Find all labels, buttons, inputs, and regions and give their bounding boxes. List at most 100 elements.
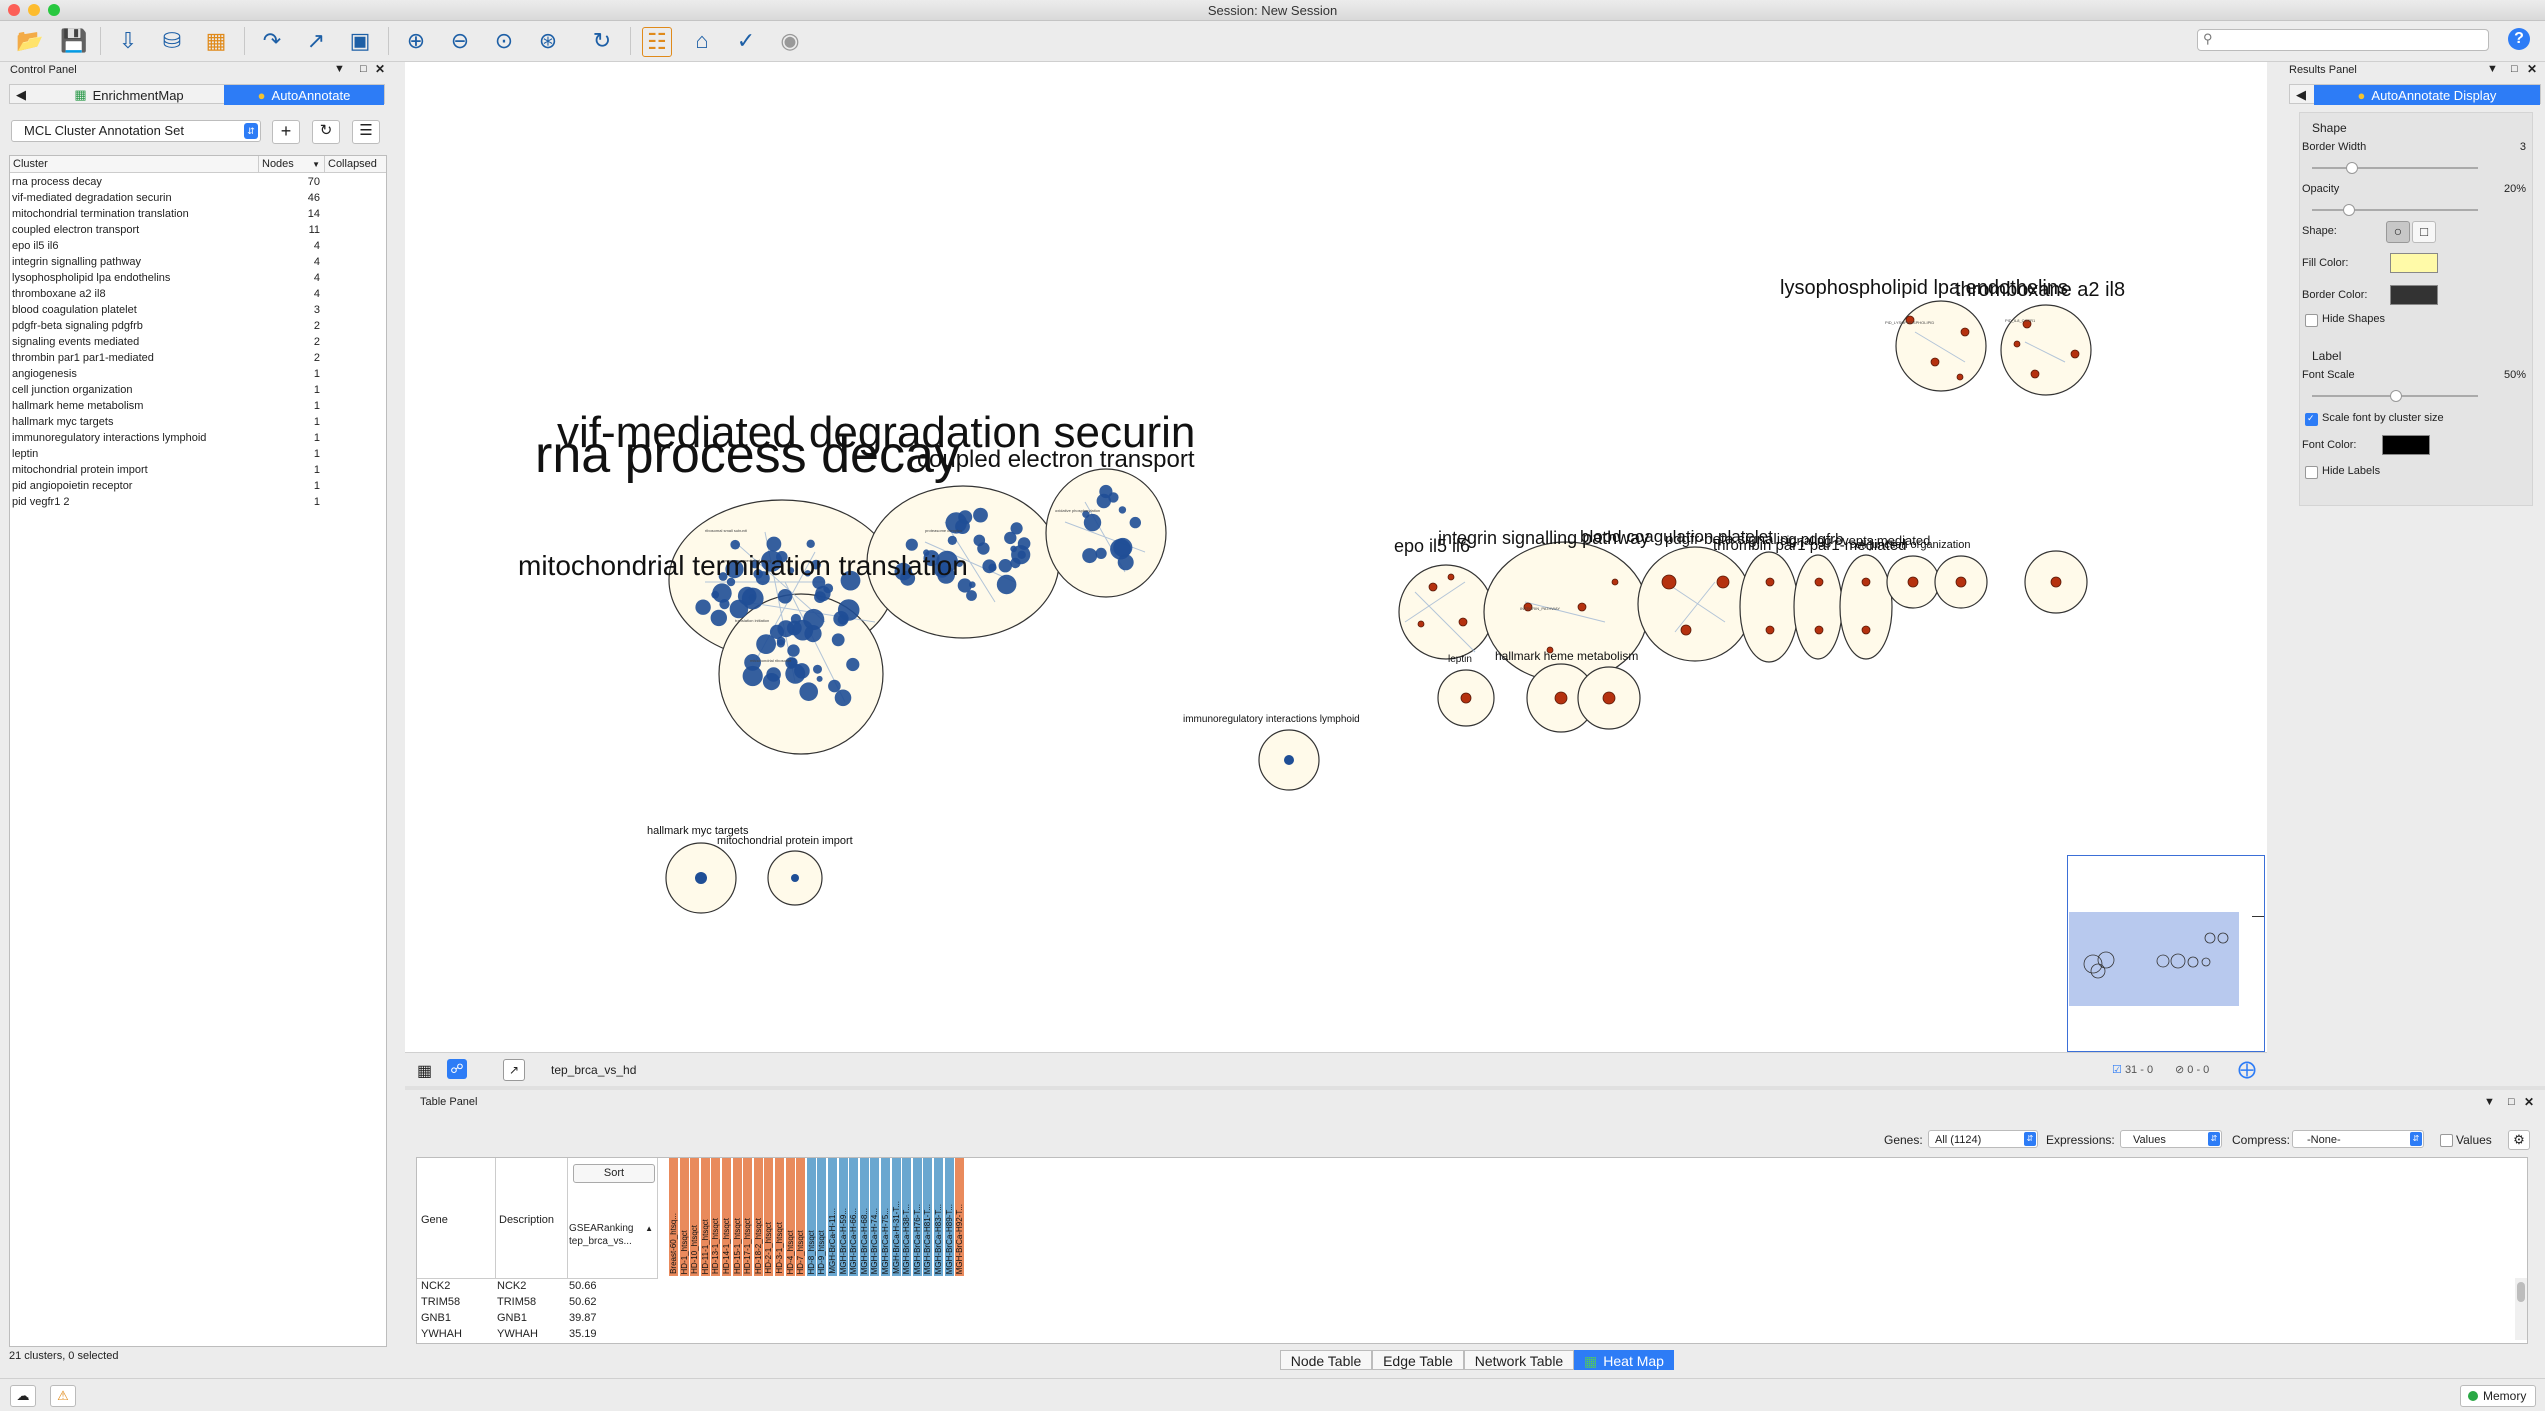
export-network-icon[interactable]: ↷ [262,28,282,53]
column-header-nodes[interactable]: Nodes▼ [259,156,325,173]
column-header-collapsed[interactable]: Collapsed [325,156,386,173]
table-menu-icon[interactable]: ▼ [2484,1096,2495,1108]
grid-view-icon[interactable]: ▦ [417,1063,433,1080]
heat-map-column-header[interactable]: MGH-BrCa-H92-T... [955,1158,965,1276]
gene-column-header[interactable]: Gene [417,1158,496,1279]
table-close-icon[interactable]: ✕ [2524,1095,2535,1109]
description-column-header[interactable]: Description [495,1158,568,1279]
heat-map-column-header[interactable]: HD-18-2_htsqct [753,1158,763,1276]
annotation-set-select[interactable]: MCL Cluster Annotation Set ⇵ [11,120,261,142]
heat-map-column-header[interactable]: Breast-60_htsq... [669,1158,678,1276]
heat-map-column-header[interactable]: HD-10_htsqct [690,1158,700,1276]
float-panel-icon[interactable]: □ [360,63,367,75]
zoom-in-icon[interactable]: ⊕ [406,28,426,53]
panel-menu-icon[interactable]: ▼ [334,63,345,75]
heat-map-column-header[interactable]: HD-9_htsqct [817,1158,827,1276]
home-icon[interactable]: ⌂ [695,28,709,53]
heat-map-column-header[interactable]: HD-2-1_htsqct [764,1158,774,1276]
opacity-knob[interactable] [2343,204,2356,216]
results-tab-scroll-icon[interactable]: ◀ [2296,87,2306,102]
rank-column-header[interactable]: Sort GSEARanking tep_brca_vs... ▲ [567,1158,658,1279]
tab-edge-table[interactable]: Edge Table [1372,1350,1464,1370]
heat-map-column-header[interactable]: MGH-BrCa-H-11... [828,1158,837,1276]
close-panel-icon[interactable]: ✕ [375,62,386,76]
tab-scroll-left-icon[interactable]: ◀ [16,87,26,102]
fit-view-icon[interactable]: ⨁ [2238,1059,2256,1079]
heat-map-column-header[interactable]: MGH-BrCa-H81-T... [923,1158,933,1276]
tab-enrichmentmap[interactable]: ▦ EnrichmentMap [74,87,184,103]
new-network-from-selection-icon[interactable]: ☷ [642,27,672,57]
table-float-icon[interactable]: □ [2508,1096,2515,1108]
import-network-icon[interactable]: ⇩ [118,28,138,53]
sort-button[interactable]: Sort [573,1164,655,1183]
refresh-icon[interactable]: ↻ [592,28,612,53]
table-scrollbar-thumb[interactable] [2517,1282,2525,1302]
memory-button[interactable]: Memory [2460,1385,2536,1407]
ellipse-shape-button[interactable]: ○ [2386,221,2410,243]
compress-select[interactable]: -None- ⇵ [2292,1130,2424,1148]
heatmap-settings-icon[interactable]: ⚙ [2508,1130,2530,1150]
heat-map-column-header[interactable]: MGH-BrCa-H-66... [849,1158,859,1276]
open-session-icon[interactable]: 📂 [16,28,44,53]
heat-map-column-header[interactable]: HD-14-1_htsqct [722,1158,731,1276]
zoom-window-button[interactable] [48,4,60,16]
add-annotation-button[interactable]: + [272,120,300,144]
heat-map-column-header[interactable]: MGH-BrCa-H-31-T... [891,1158,901,1276]
font-scale-knob[interactable] [2390,390,2402,402]
minimap-viewport[interactable] [2069,912,2239,1006]
heat-map-column-header[interactable]: HD-11-1_htsqct [700,1158,710,1276]
close-window-button[interactable] [8,4,20,16]
heat-map-column-header[interactable]: HD-13-1_htsqct [711,1158,721,1276]
zoom-fit-icon[interactable]: ⊙ [494,28,514,53]
heat-map-column-header[interactable]: MGH-BrCa-H-75... [881,1158,890,1276]
panel-divider[interactable] [405,1086,2545,1090]
network-view-icon[interactable]: ☍ [447,1059,467,1079]
fill-color-button[interactable] [2390,253,2438,273]
heat-map-column-header[interactable]: MGH-BrCa-H-68... [859,1158,869,1276]
opacity-slider[interactable] [2312,204,2478,216]
warning-icon[interactable]: ⚠ [50,1385,76,1407]
export-image-icon[interactable]: ▣ [349,28,371,53]
heat-map-column-header[interactable]: HD-7_htsqct [796,1158,806,1276]
scale-font-checkbox[interactable]: ✓ [2305,413,2318,426]
heat-map-column-header[interactable]: MGH-BrCa-H-74... [870,1158,880,1276]
tab-node-table[interactable]: Node Table [1280,1350,1372,1370]
column-header-cluster[interactable]: Cluster [10,156,259,173]
heat-map-column-header[interactable]: HD-3-1_htsqct [775,1158,784,1276]
heat-map-column-header[interactable]: MGH-BrCa-H89-T... [944,1158,954,1276]
values-checkbox[interactable] [2440,1134,2453,1147]
heat-map-column-header[interactable]: HD-1_htsqct [679,1158,689,1276]
network-overview-minimap[interactable] [2067,855,2265,1052]
export-table-icon[interactable]: ↗ [306,28,326,53]
heat-map-column-header[interactable]: HD-17-1_htsqct [743,1158,753,1276]
import-table-icon[interactable]: ▦ [205,28,227,53]
results-float-icon[interactable]: □ [2511,63,2518,75]
heat-map-column-header[interactable]: HD-15-1_htsqct [732,1158,742,1276]
hide-shapes-checkbox[interactable] [2305,314,2318,327]
genes-select[interactable]: All (1124) ⇵ [1928,1130,2038,1148]
heat-map-column-header[interactable]: HD-8_htsqct [806,1158,816,1276]
border-width-slider[interactable] [2312,162,2478,174]
tab-autoannotate[interactable]: ● AutoAnnotate [224,85,384,105]
